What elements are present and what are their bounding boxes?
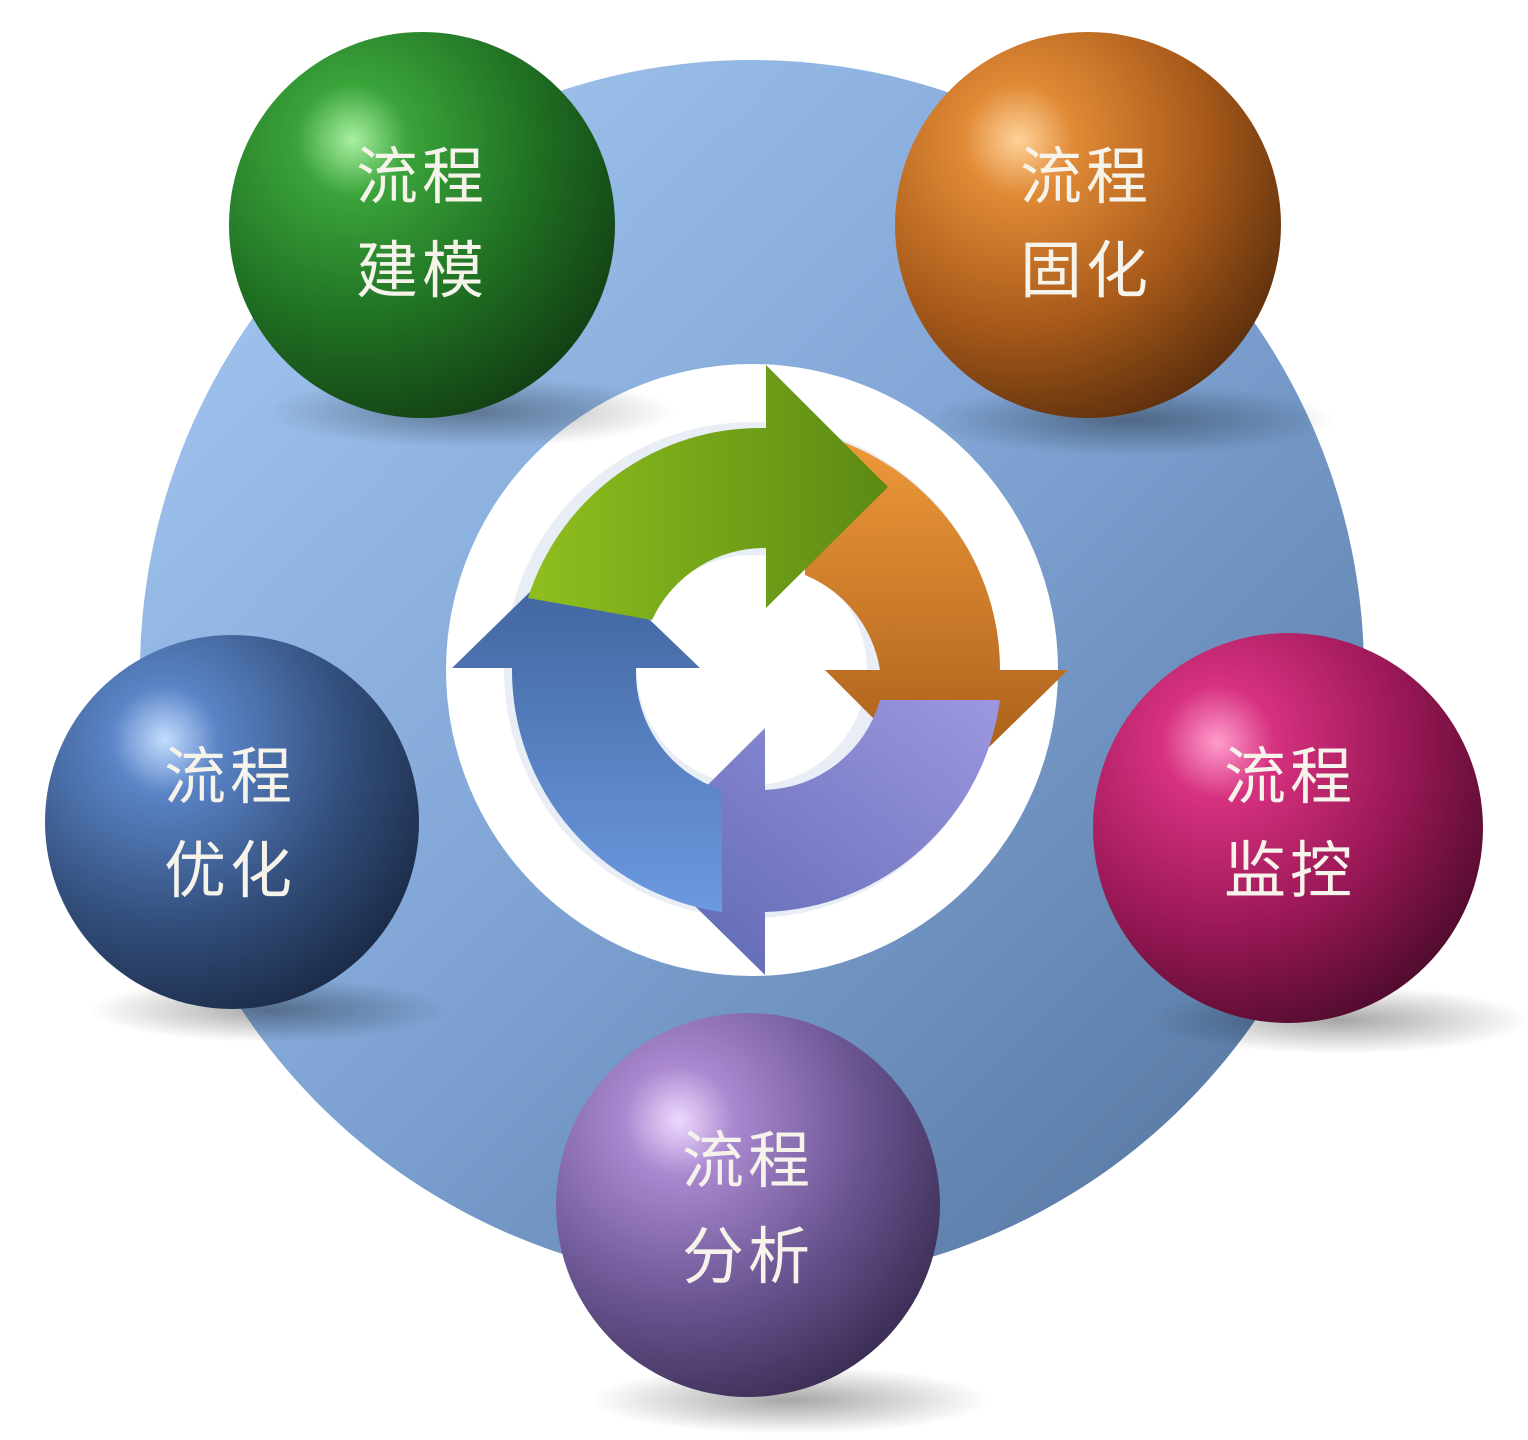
sphere-monitor: 流程 监控 (1093, 633, 1528, 1054)
purple-arrow-icon (640, 700, 1000, 975)
sphere-label-line1: 流程 (1020, 140, 1152, 213)
sphere-optimize: 流程 优化 (45, 635, 450, 1042)
green-sphere-icon (229, 32, 615, 418)
sphere-label-line1: 流程 (356, 140, 488, 213)
cycle-arrows-icon (446, 364, 1068, 976)
sphere-label-line1: 流程 (164, 740, 296, 813)
sphere-label-line2: 建模 (356, 234, 488, 307)
green-arrow-icon (528, 365, 888, 620)
sphere-label-line2: 优化 (164, 834, 296, 907)
sphere-modeling: 流程 建模 (229, 32, 675, 448)
orange-sphere-icon (895, 32, 1281, 418)
sphere-label-line1: 流程 (682, 1124, 814, 1197)
magenta-sphere-icon (1093, 633, 1483, 1023)
sphere-label-line2: 分析 (682, 1220, 814, 1293)
sphere-label-line2: 监控 (1224, 834, 1356, 907)
sphere-label-line1: 流程 (1224, 740, 1356, 813)
blue-sphere-icon (45, 635, 419, 1009)
blue-arrow-icon (452, 548, 722, 912)
orange-arrow-icon (800, 430, 1068, 790)
inner-hub (637, 555, 867, 785)
purple-sphere-icon (556, 1013, 940, 1397)
sphere-solidify: 流程 固化 (895, 32, 1335, 456)
sphere-analysis: 流程 分析 (556, 1013, 990, 1434)
sphere-label-line2: 固化 (1020, 234, 1152, 307)
